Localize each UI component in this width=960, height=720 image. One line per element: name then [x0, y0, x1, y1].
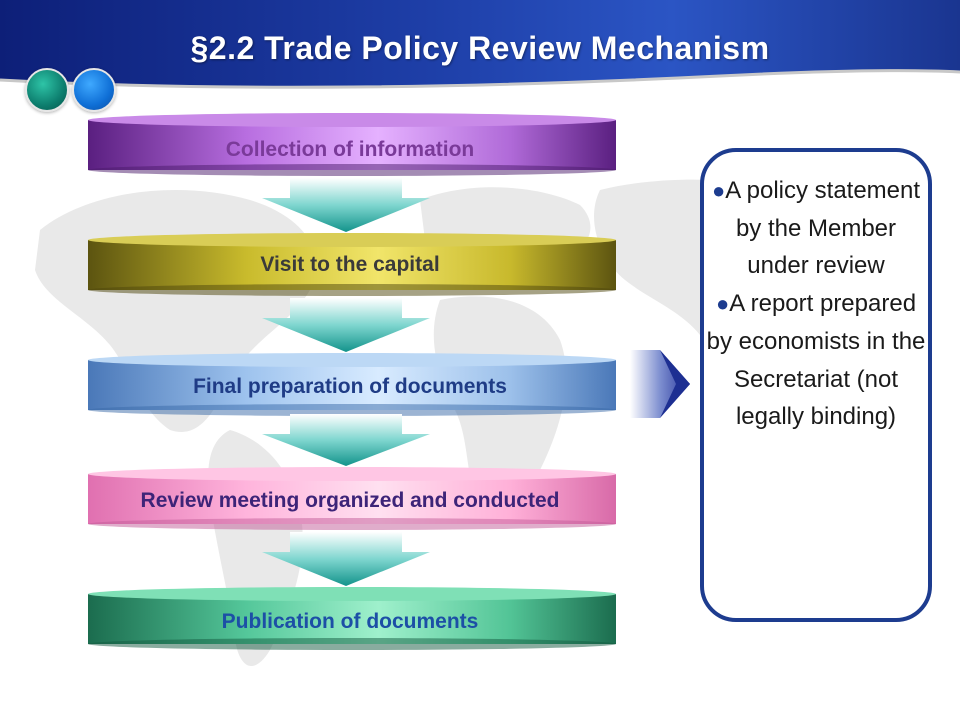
bullet-secretariat-report: ●A report prepared by economists in the …	[704, 285, 928, 436]
down-arrow-icon	[262, 298, 430, 352]
bullet-icon: ●	[711, 178, 726, 203]
blue-circle-icon	[72, 68, 116, 112]
bullet-text: A policy statement by the Member under r…	[725, 177, 921, 280]
step-label-final-preparation: Final preparation of documents	[193, 375, 507, 398]
step-label-publication: Publication of documents	[221, 610, 479, 633]
teal-circle-icon	[25, 68, 69, 112]
step-4-cylinder	[88, 467, 616, 530]
outputs-box	[700, 148, 932, 622]
step-2-cylinder	[88, 233, 616, 296]
step-3-cylinder	[88, 353, 616, 416]
bullet-policy-statement: ●A policy statement by the Member under …	[704, 172, 928, 285]
down-arrow-icon	[262, 178, 430, 232]
bullet-text: A report prepared by economists in the S…	[706, 290, 926, 431]
header-wave	[0, 69, 960, 102]
bullet-icon: ●	[715, 291, 730, 317]
slide-title: §2.2 Trade Policy Review Mechanism	[190, 30, 770, 66]
outputs-text: ●A policy statement by the Member under …	[704, 172, 928, 436]
down-arrow-icon	[262, 414, 430, 466]
step-1-cylinder	[88, 113, 616, 176]
step-5-cylinder	[88, 587, 616, 650]
step-label-visit: Visit to the capital	[260, 253, 440, 276]
step-label-collection: Collection of information	[225, 138, 475, 161]
down-arrow-icon	[262, 532, 430, 586]
step-label-review-meeting: Review meeting organized and conducted	[140, 489, 560, 512]
right-arrow-icon	[630, 350, 690, 418]
